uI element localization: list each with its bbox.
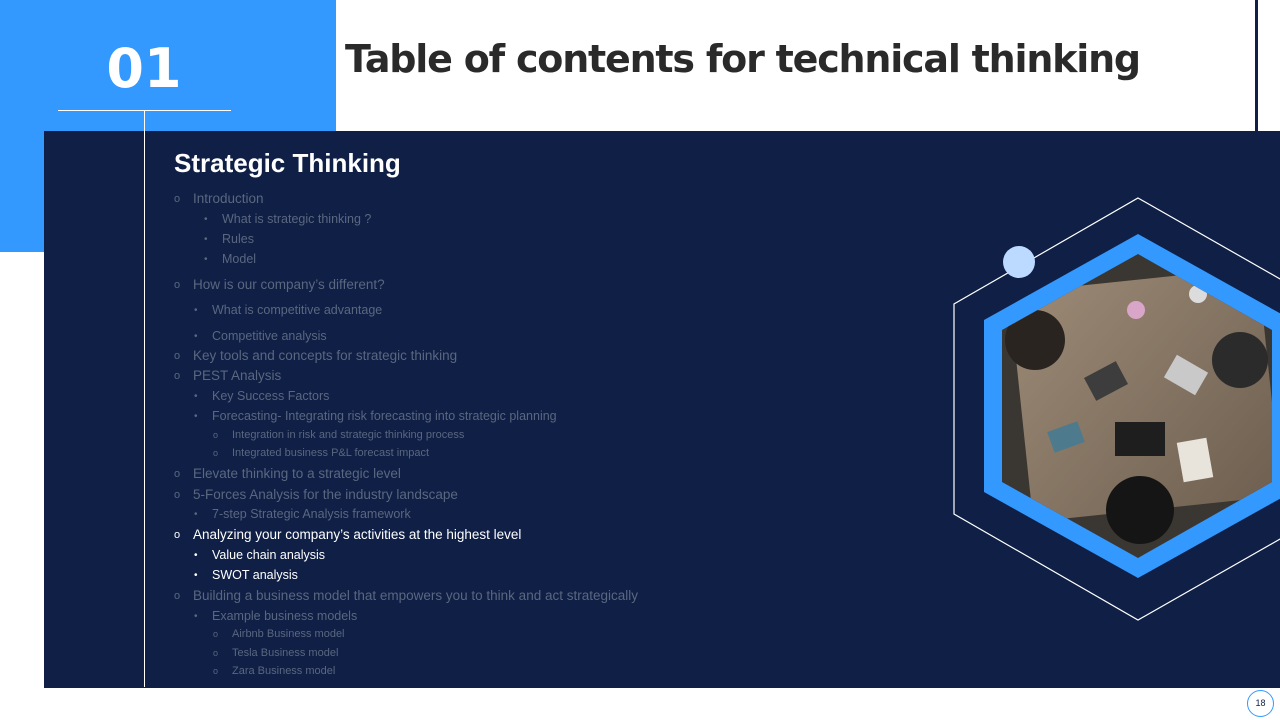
bullet-dot-icon: •	[194, 305, 198, 316]
section-number: 01	[106, 37, 182, 100]
bullet-dot-icon: •	[194, 509, 198, 520]
bullet-dot-icon: •	[204, 214, 208, 225]
toc-item: •What is strategic thinking ?	[204, 212, 372, 226]
outer-hexagon-outline	[953, 197, 1280, 621]
toc-item: •Rules	[204, 232, 254, 246]
vertical-divider	[144, 110, 145, 687]
toc-item: •Model	[204, 252, 257, 266]
toc-item: •Example business models	[194, 609, 358, 623]
hollow-circle-icon: o	[213, 648, 219, 658]
toc-item: •Forecasting- Integrating risk forecasti…	[194, 409, 557, 423]
right-edge-stripe	[1255, 0, 1258, 131]
hollow-circle-icon: o	[213, 629, 219, 639]
bullet-dot-icon: •	[194, 611, 198, 622]
hollow-circle-icon: o	[174, 279, 181, 291]
hollow-circle-icon: o	[174, 193, 181, 205]
hollow-circle-icon: o	[174, 529, 181, 541]
toc-item-active: •SWOT analysis	[194, 568, 298, 582]
bullet-dot-icon: •	[204, 234, 208, 245]
hollow-circle-icon: o	[174, 350, 181, 362]
toc-item-active: •Value chain analysis	[194, 548, 326, 562]
hollow-circle-icon: o	[213, 666, 219, 676]
bullet-dot-icon: •	[194, 570, 198, 581]
bullet-dot-icon: •	[194, 331, 198, 342]
page-number-badge: 18	[1247, 690, 1274, 717]
page-title: Table of contents for technical thinking	[345, 37, 1141, 81]
toc-item: •Competitive analysis	[194, 329, 327, 343]
bullet-dot-icon: •	[194, 411, 198, 422]
bullet-dot-icon: •	[204, 254, 208, 265]
bullet-dot-icon: •	[194, 391, 198, 402]
hollow-circle-icon: o	[174, 468, 181, 480]
hollow-circle-icon: o	[174, 590, 181, 602]
hollow-circle-icon: o	[213, 448, 219, 458]
toc-item: •Key Success Factors	[194, 389, 330, 403]
hollow-circle-icon: o	[174, 370, 181, 382]
section-heading: Strategic Thinking	[174, 148, 401, 178]
toc-item: •7-step Strategic Analysis framework	[194, 507, 411, 521]
hexagon-photo-frame	[953, 197, 1280, 621]
toc-item: •What is competitive advantage	[194, 303, 383, 317]
bullet-dot-icon: •	[194, 550, 198, 561]
hollow-circle-icon: o	[213, 430, 219, 440]
light-blue-dot	[1003, 246, 1035, 278]
hollow-circle-icon: o	[174, 489, 181, 501]
